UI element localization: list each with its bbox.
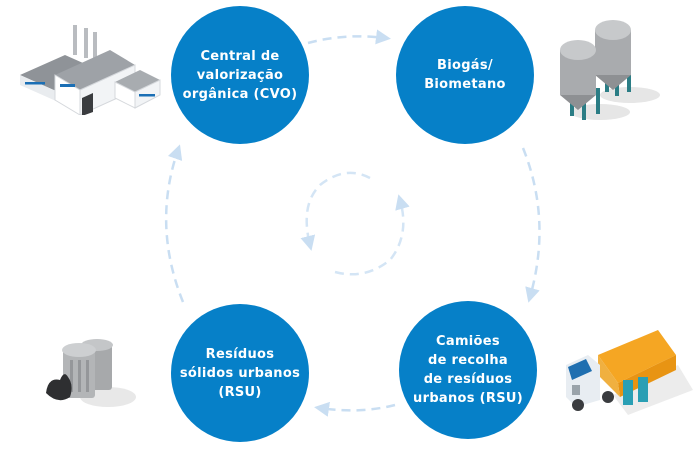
node-rsu: Resíduos sólidos urbanos (RSU): [171, 304, 309, 442]
node-cvo-label: Central de valorização orgânica (CVO): [182, 48, 298, 102]
garbage-truck-icon: [566, 330, 693, 415]
trash-bins-icon: [46, 339, 136, 407]
arrow-bio-to-cam: [521, 147, 541, 303]
node-biogas: Biogás/ Biometano: [396, 6, 534, 144]
factory-icon: [20, 25, 161, 115]
node-rsu-label: Resíduos sólidos urbanos (RSU): [179, 346, 301, 400]
arrow-cvo-to-bio: [307, 29, 391, 45]
node-trucks: Camiões de recolha de resíduos urbanos (…: [399, 301, 537, 439]
node-trucks-label: Camiões de recolha de resíduos urbanos (…: [413, 334, 523, 406]
node-cvo: Central de valorização orgânica (CVO): [171, 6, 309, 144]
cycle-arrows-icon: [300, 171, 410, 276]
arrow-rsu-to-cvo: [164, 144, 185, 303]
arrow-cam-to-rsu: [314, 401, 396, 417]
node-biogas-label: Biogás/ Biometano: [424, 58, 506, 92]
silos-icon: [560, 20, 660, 120]
